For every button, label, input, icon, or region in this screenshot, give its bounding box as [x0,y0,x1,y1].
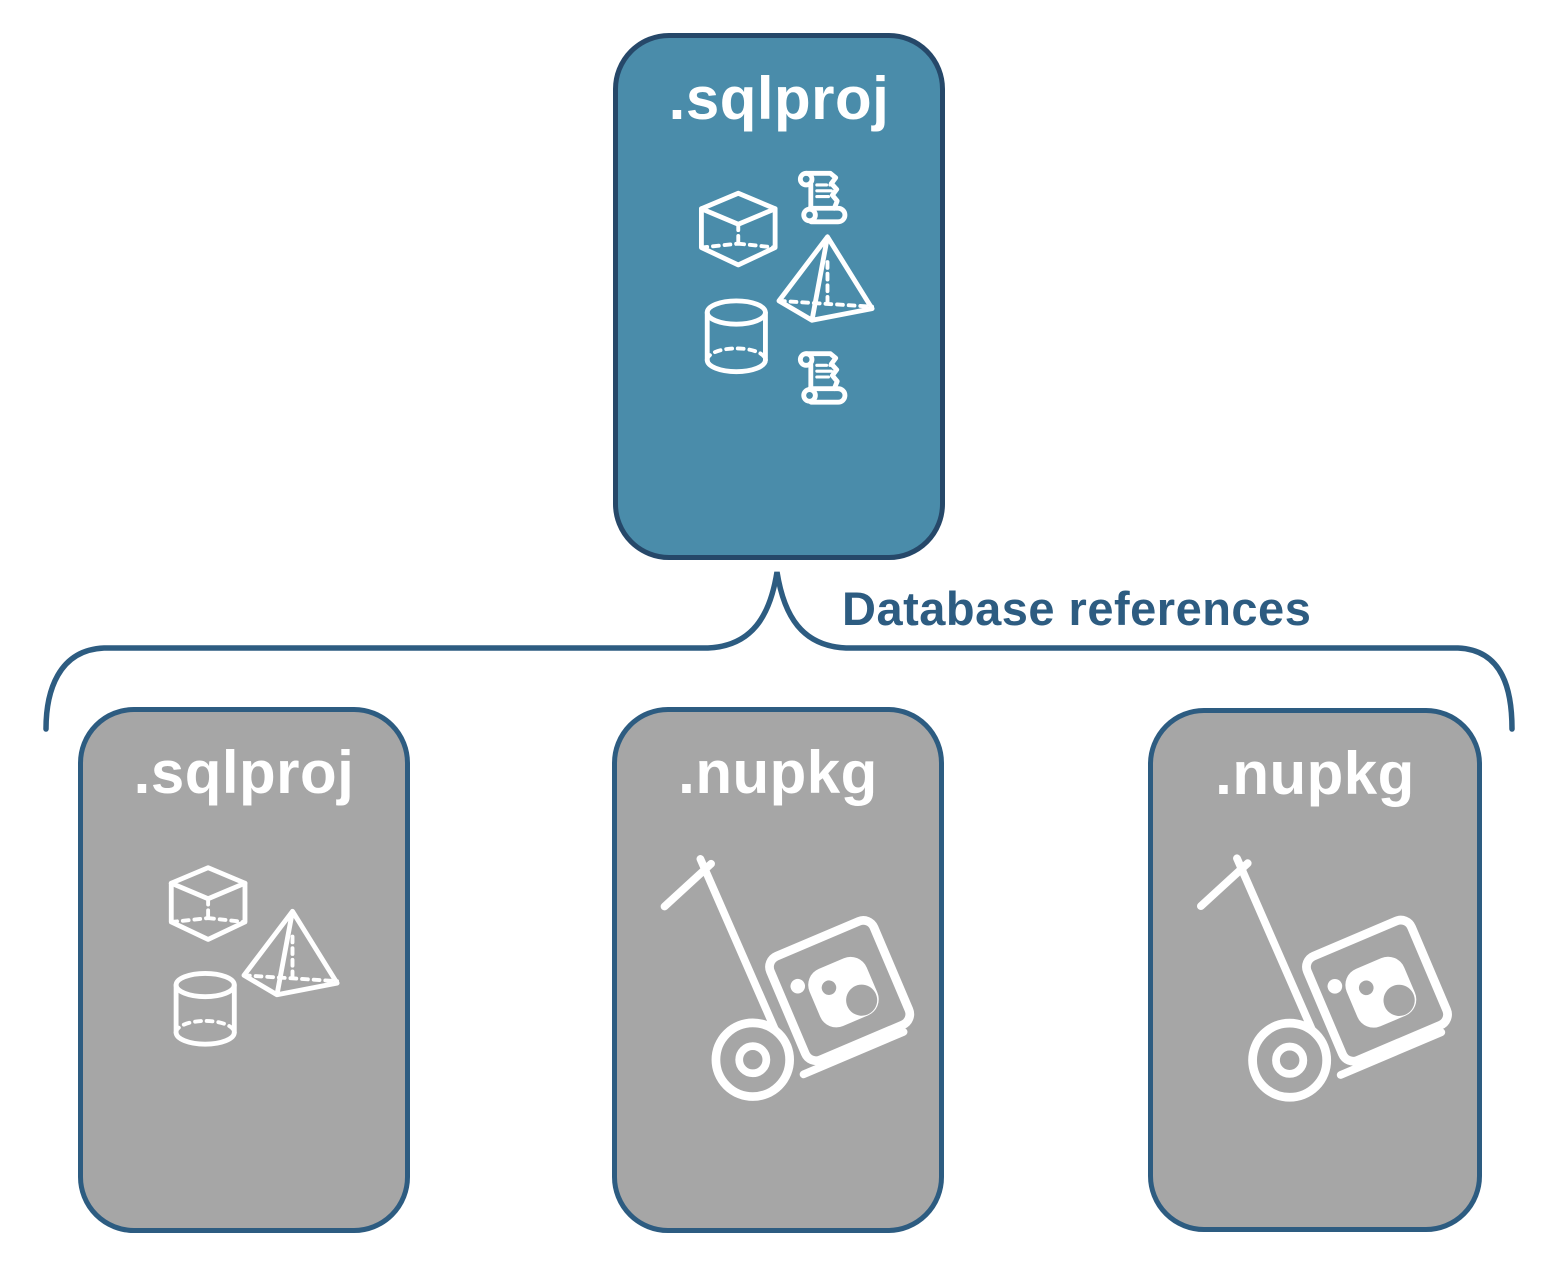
child-nupkg-art [660,855,915,1101]
script-scroll-icon [797,170,848,225]
box-title: .sqlproj [133,739,355,806]
script-scroll-icon [797,351,848,405]
cylinder-icon [173,970,237,1047]
child-nupkg-art [1196,854,1452,1102]
hand-truck-package-icon [1196,854,1452,1102]
cube-icon [168,865,248,942]
root-box-art [698,170,875,405]
pyramid-icon [241,908,340,998]
box-title: .nupkg [678,739,878,806]
child-sqlproj-box: .sqlproj [78,707,410,1233]
cube-icon [698,190,778,268]
hand-truck-package-icon [660,855,915,1101]
child-nupkg-box-2: .nupkg [1148,708,1482,1232]
pyramid-icon [776,234,875,323]
root-sqlproj-box: .sqlproj [613,33,945,560]
child-nupkg-box-1: .nupkg [612,707,944,1233]
connector-label: Database references [842,582,1312,635]
cylinder-icon [704,298,768,375]
box-title: .nupkg [1215,740,1415,807]
box-title: .sqlproj [668,65,890,132]
child-sqlproj-art [168,865,340,1047]
